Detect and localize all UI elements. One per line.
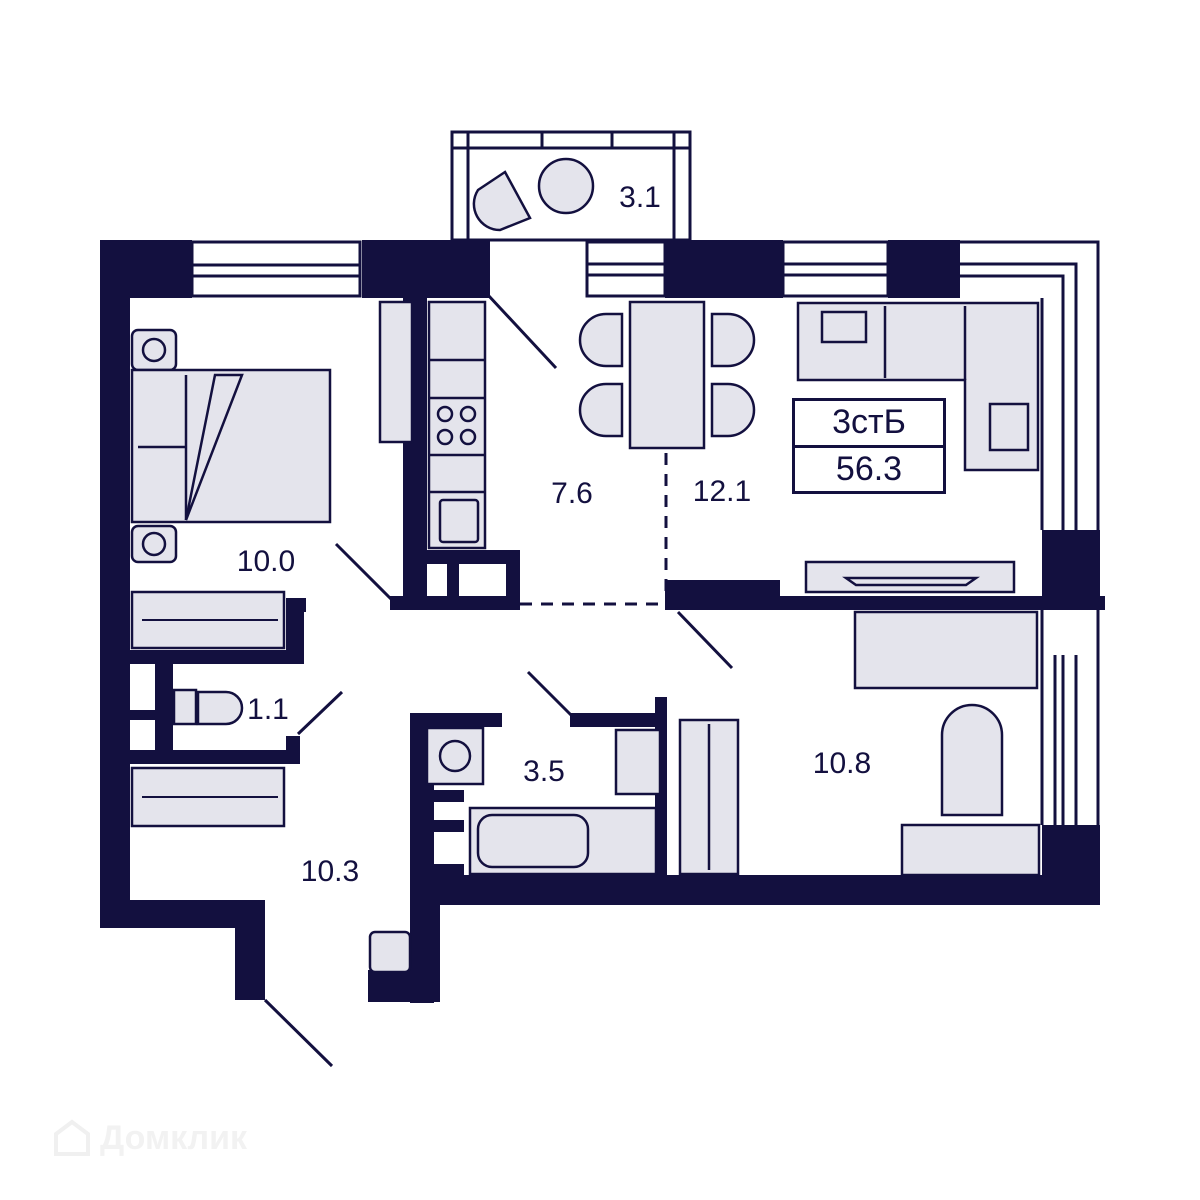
- total-area: 56.3: [835, 449, 903, 488]
- watermark: Домклик: [52, 1118, 247, 1158]
- room-area-balcony: 3.1: [619, 181, 661, 214]
- walls: [100, 240, 1105, 1003]
- room-area-bedroom: 10.0: [236, 545, 296, 578]
- room-area-hallway: 10.3: [300, 855, 360, 888]
- wardrobe-hangers: [142, 619, 278, 798]
- room-area-living-room: 12.1: [692, 475, 752, 508]
- watermark-text: Домклик: [100, 1118, 248, 1157]
- windows: [190, 130, 1100, 825]
- room-area-toilet: 1.1: [247, 693, 289, 726]
- apartment-type: 3стБ: [795, 401, 943, 448]
- house-logo-icon: [54, 1119, 90, 1156]
- door-swings: [263, 293, 734, 1068]
- apartment-badge: 3стБ 56.3: [792, 398, 946, 494]
- room-area-kids-room: 10.8: [812, 747, 872, 780]
- room-area-kitchen: 7.6: [551, 477, 593, 510]
- furniture: [130, 157, 1041, 974]
- room-area-bathroom: 3.5: [523, 755, 565, 788]
